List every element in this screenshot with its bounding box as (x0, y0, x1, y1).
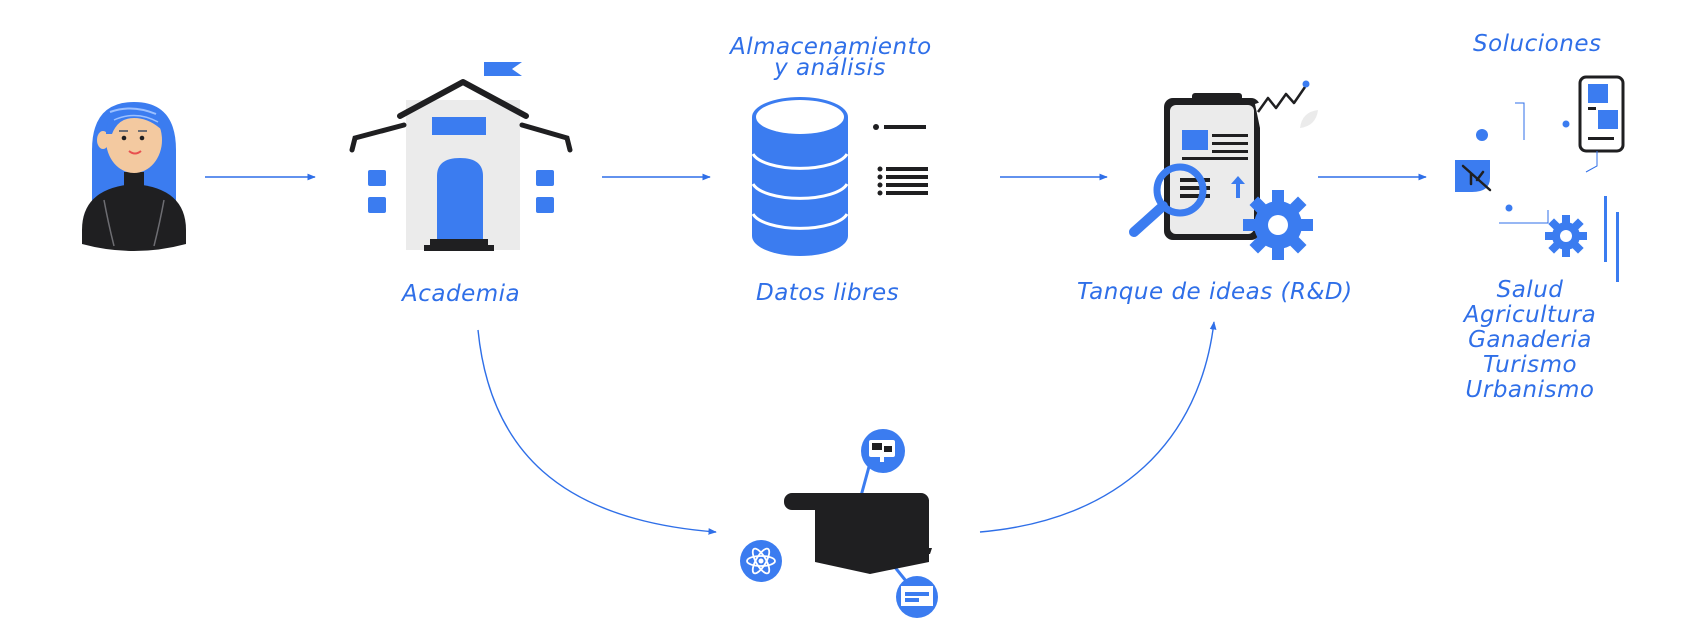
database-icon (751, 97, 928, 256)
label-tanque-de-ideas: Tanque de ideas (R&D) (1077, 279, 1353, 305)
solution-item: Agricultura (1463, 302, 1597, 328)
graduation-cap-icon (740, 429, 938, 618)
solution-item: Turismo (1482, 352, 1578, 378)
arrow-cap-tanque (979, 321, 1217, 533)
label-datos-libres: Datos libres (756, 280, 900, 306)
label-almacenamiento-line1: Almacenamiento (730, 34, 932, 60)
research-report-icon (1129, 80, 1318, 260)
solutions-icon (1455, 75, 1625, 282)
label-soluciones: Soluciones (1473, 31, 1602, 57)
solution-item: Urbanismo (1465, 377, 1595, 403)
solution-item: Ganaderia (1468, 327, 1592, 353)
university-building-icon (349, 62, 573, 251)
flow-arrows (205, 173, 1427, 535)
solutions-list: Salud Agricultura Ganaderia Turismo Urba… (1460, 278, 1600, 403)
label-academia: Academia (402, 281, 521, 307)
person-avatar-icon (82, 102, 186, 251)
arrow-academia-cap (477, 329, 717, 535)
solution-item: Salud (1496, 277, 1564, 303)
label-almacenamiento-line2: y análisis (774, 55, 886, 81)
